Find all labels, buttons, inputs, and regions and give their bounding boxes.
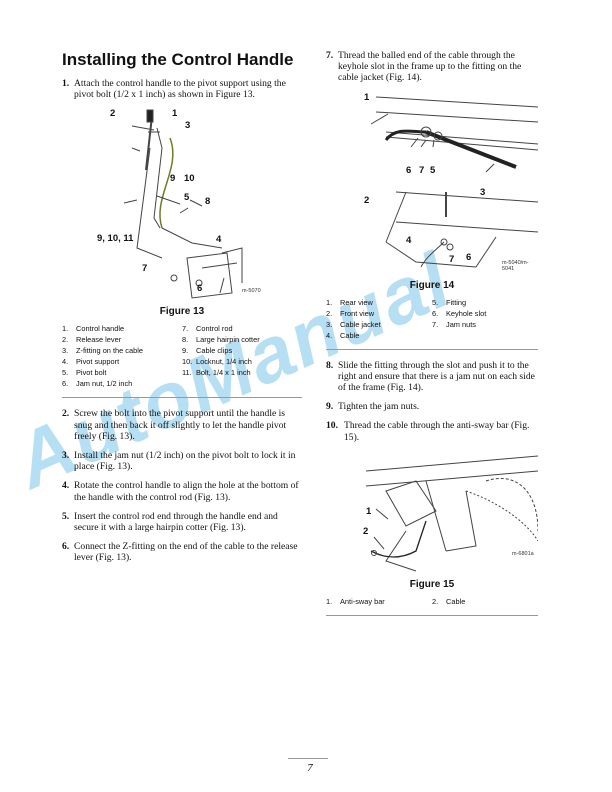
callout: 4 (216, 234, 222, 246)
step-number: 3. (62, 450, 70, 462)
figure-13: 2 1 3 9 10 5 8 9, 10, 11 4 7 6 m-5070 (62, 108, 302, 303)
legend-item: 1.Control handle (62, 324, 125, 334)
left-column: Installing the Control Handle 1. Attach … (62, 50, 302, 572)
legend-item: 3.Cable jacket (326, 319, 381, 329)
step-number: 7. (326, 50, 334, 61)
legend-item: 5.Pivot bolt (62, 368, 107, 378)
footer-divider (288, 758, 328, 759)
step-text: Attach the control handle to the pivot s… (74, 78, 286, 101)
figure-reference: m-5070 (242, 288, 261, 295)
legend-item: 2.Release lever (62, 335, 122, 345)
step-text: Thread the cable through the anti-sway b… (344, 420, 530, 443)
figure-13-illustration (123, 109, 243, 299)
callout: 8 (205, 196, 211, 208)
step-number: 6. (62, 541, 70, 553)
step-text: Install the jam nut (1/2 inch) on the pi… (74, 450, 296, 473)
legend-item: 1.Rear view (326, 297, 373, 307)
callout: 7 (419, 164, 425, 176)
legend-item: 2.Cable (432, 596, 466, 606)
callout: 3 (480, 186, 486, 198)
figure-14-illustration (370, 96, 538, 268)
page-number: 7 (307, 762, 313, 774)
figure-reference: m-5040/m-5041 (502, 259, 529, 272)
legend-item: 8.Large hairpin cotter (182, 335, 260, 345)
figure-13-legend: 1.Control handle 7.Control rod 2.Release… (62, 323, 302, 389)
divider (62, 397, 302, 399)
section-title: Installing the Control Handle (62, 50, 294, 69)
legend-item: 2.Front view (326, 308, 375, 318)
callout: 7 (449, 253, 455, 265)
figure-13-caption: Figure 13 (159, 306, 205, 318)
figure-15-illustration (365, 455, 538, 572)
step: 10. Thread the cable through the anti-sw… (326, 420, 538, 442)
legend-item: 9.Cable clips (182, 346, 233, 356)
callout: 4 (406, 234, 412, 246)
step-text: Insert the control rod end through the h… (74, 510, 278, 534)
step-number: 1. (62, 78, 70, 89)
callout: 6 (406, 164, 412, 176)
step: 8. Slide the fitting through the slot an… (326, 360, 538, 394)
legend-item: 7.Jam nuts (432, 319, 476, 329)
step-text: Rotate the control handle to align the h… (74, 480, 299, 503)
step: 4. Rotate the control handle to align th… (62, 480, 302, 502)
callout: 6 (197, 283, 203, 295)
callout: 1 (366, 505, 372, 517)
step-number: 4. (62, 480, 70, 492)
step-text: Connect the Z-fitting on the end of the … (74, 541, 298, 564)
step: 2. Screw the bolt into the pivot support… (62, 408, 302, 442)
step-number: 8. (326, 359, 334, 371)
step-number: 2. (62, 408, 70, 420)
legend-item: 7.Control rod (182, 324, 233, 334)
figure-15-legend: 1.Anti-sway bar 2.Cable (326, 596, 538, 607)
callout: 5 (430, 164, 436, 176)
callout: 2 (364, 194, 370, 206)
legend-item: 10.Locknut, 1/4 inch (182, 357, 252, 367)
divider (326, 614, 538, 616)
callout: 2 (363, 525, 369, 537)
callout: 7 (142, 263, 148, 275)
right-column: 7. Thread the balled end of the cable th… (326, 50, 538, 626)
step: 9. Tighten the jam nuts. (326, 401, 538, 412)
figure-15-caption: Figure 15 (409, 578, 455, 590)
step-text: Thread the balled end of the cable throu… (338, 50, 522, 84)
callout: 6 (466, 251, 472, 263)
step: 5. Insert the control rod end through th… (62, 511, 302, 533)
figure-14-legend: 1.Rear view 5.Fitting 2.Front view 6.Key… (326, 297, 538, 341)
step: 1. Attach the control handle to the pivo… (62, 78, 302, 100)
legend-item: 6.Jam nut, 1/2 inch (62, 379, 133, 389)
step-number: 5. (62, 510, 70, 522)
callout: 10 (184, 173, 195, 185)
legend-item: 3.Z-fitting on the cable (62, 346, 143, 356)
callout: 5 (184, 192, 190, 204)
step-text: Tighten the jam nuts. (338, 401, 420, 413)
step-number: 10. (326, 420, 338, 432)
figure-reference: m-6801a (512, 550, 534, 557)
callout: 9, 10, 11 (97, 233, 134, 245)
callout: 3 (185, 120, 191, 132)
legend-item: 4.Pivot support (62, 357, 120, 367)
step-number: 9. (326, 401, 334, 413)
figure-14-caption: Figure 14 (409, 279, 455, 291)
callout: 9 (170, 173, 176, 185)
step: 7. Thread the balled end of the cable th… (326, 50, 538, 84)
legend-item: 6.Keyhole slot (432, 308, 487, 318)
figure-15: 1 2 m-6801a (326, 451, 538, 576)
step-text: Slide the fitting through the slot and p… (338, 359, 535, 394)
callout: 1 (364, 91, 370, 103)
figure-14: 1 6 7 5 3 2 4 7 6 m-5040/m-5041 (326, 92, 538, 277)
step: 3. Install the jam nut (1/2 inch) on the… (62, 450, 302, 472)
legend-item: 5.Fitting (432, 297, 467, 307)
step: 6. Connect the Z-fitting on the end of t… (62, 541, 302, 563)
step-text: Screw the bolt into the pivot support un… (74, 408, 287, 442)
legend-item: 11.Bolt, 1/4 x 1 inch (182, 368, 251, 378)
callout: 2 (110, 108, 116, 120)
callout: 1 (172, 108, 178, 120)
legend-item: 4.Cable (326, 330, 360, 340)
divider (326, 348, 538, 350)
legend-item: 1.Anti-sway bar (326, 596, 385, 606)
